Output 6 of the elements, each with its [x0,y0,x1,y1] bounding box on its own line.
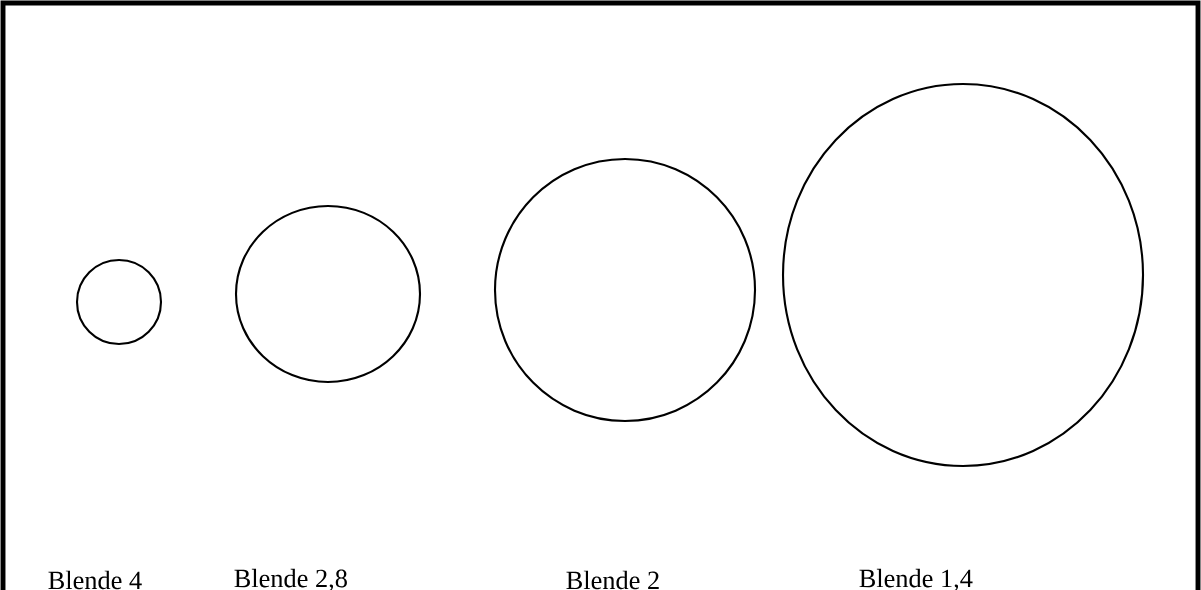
aperture-circle [234,204,422,384]
aperture-label: Blende 2 [566,570,659,590]
aperture-circle [493,157,757,423]
aperture-label: Blende 4 [48,570,142,590]
aperture-circle [75,258,163,346]
aperture-circle [781,82,1145,468]
